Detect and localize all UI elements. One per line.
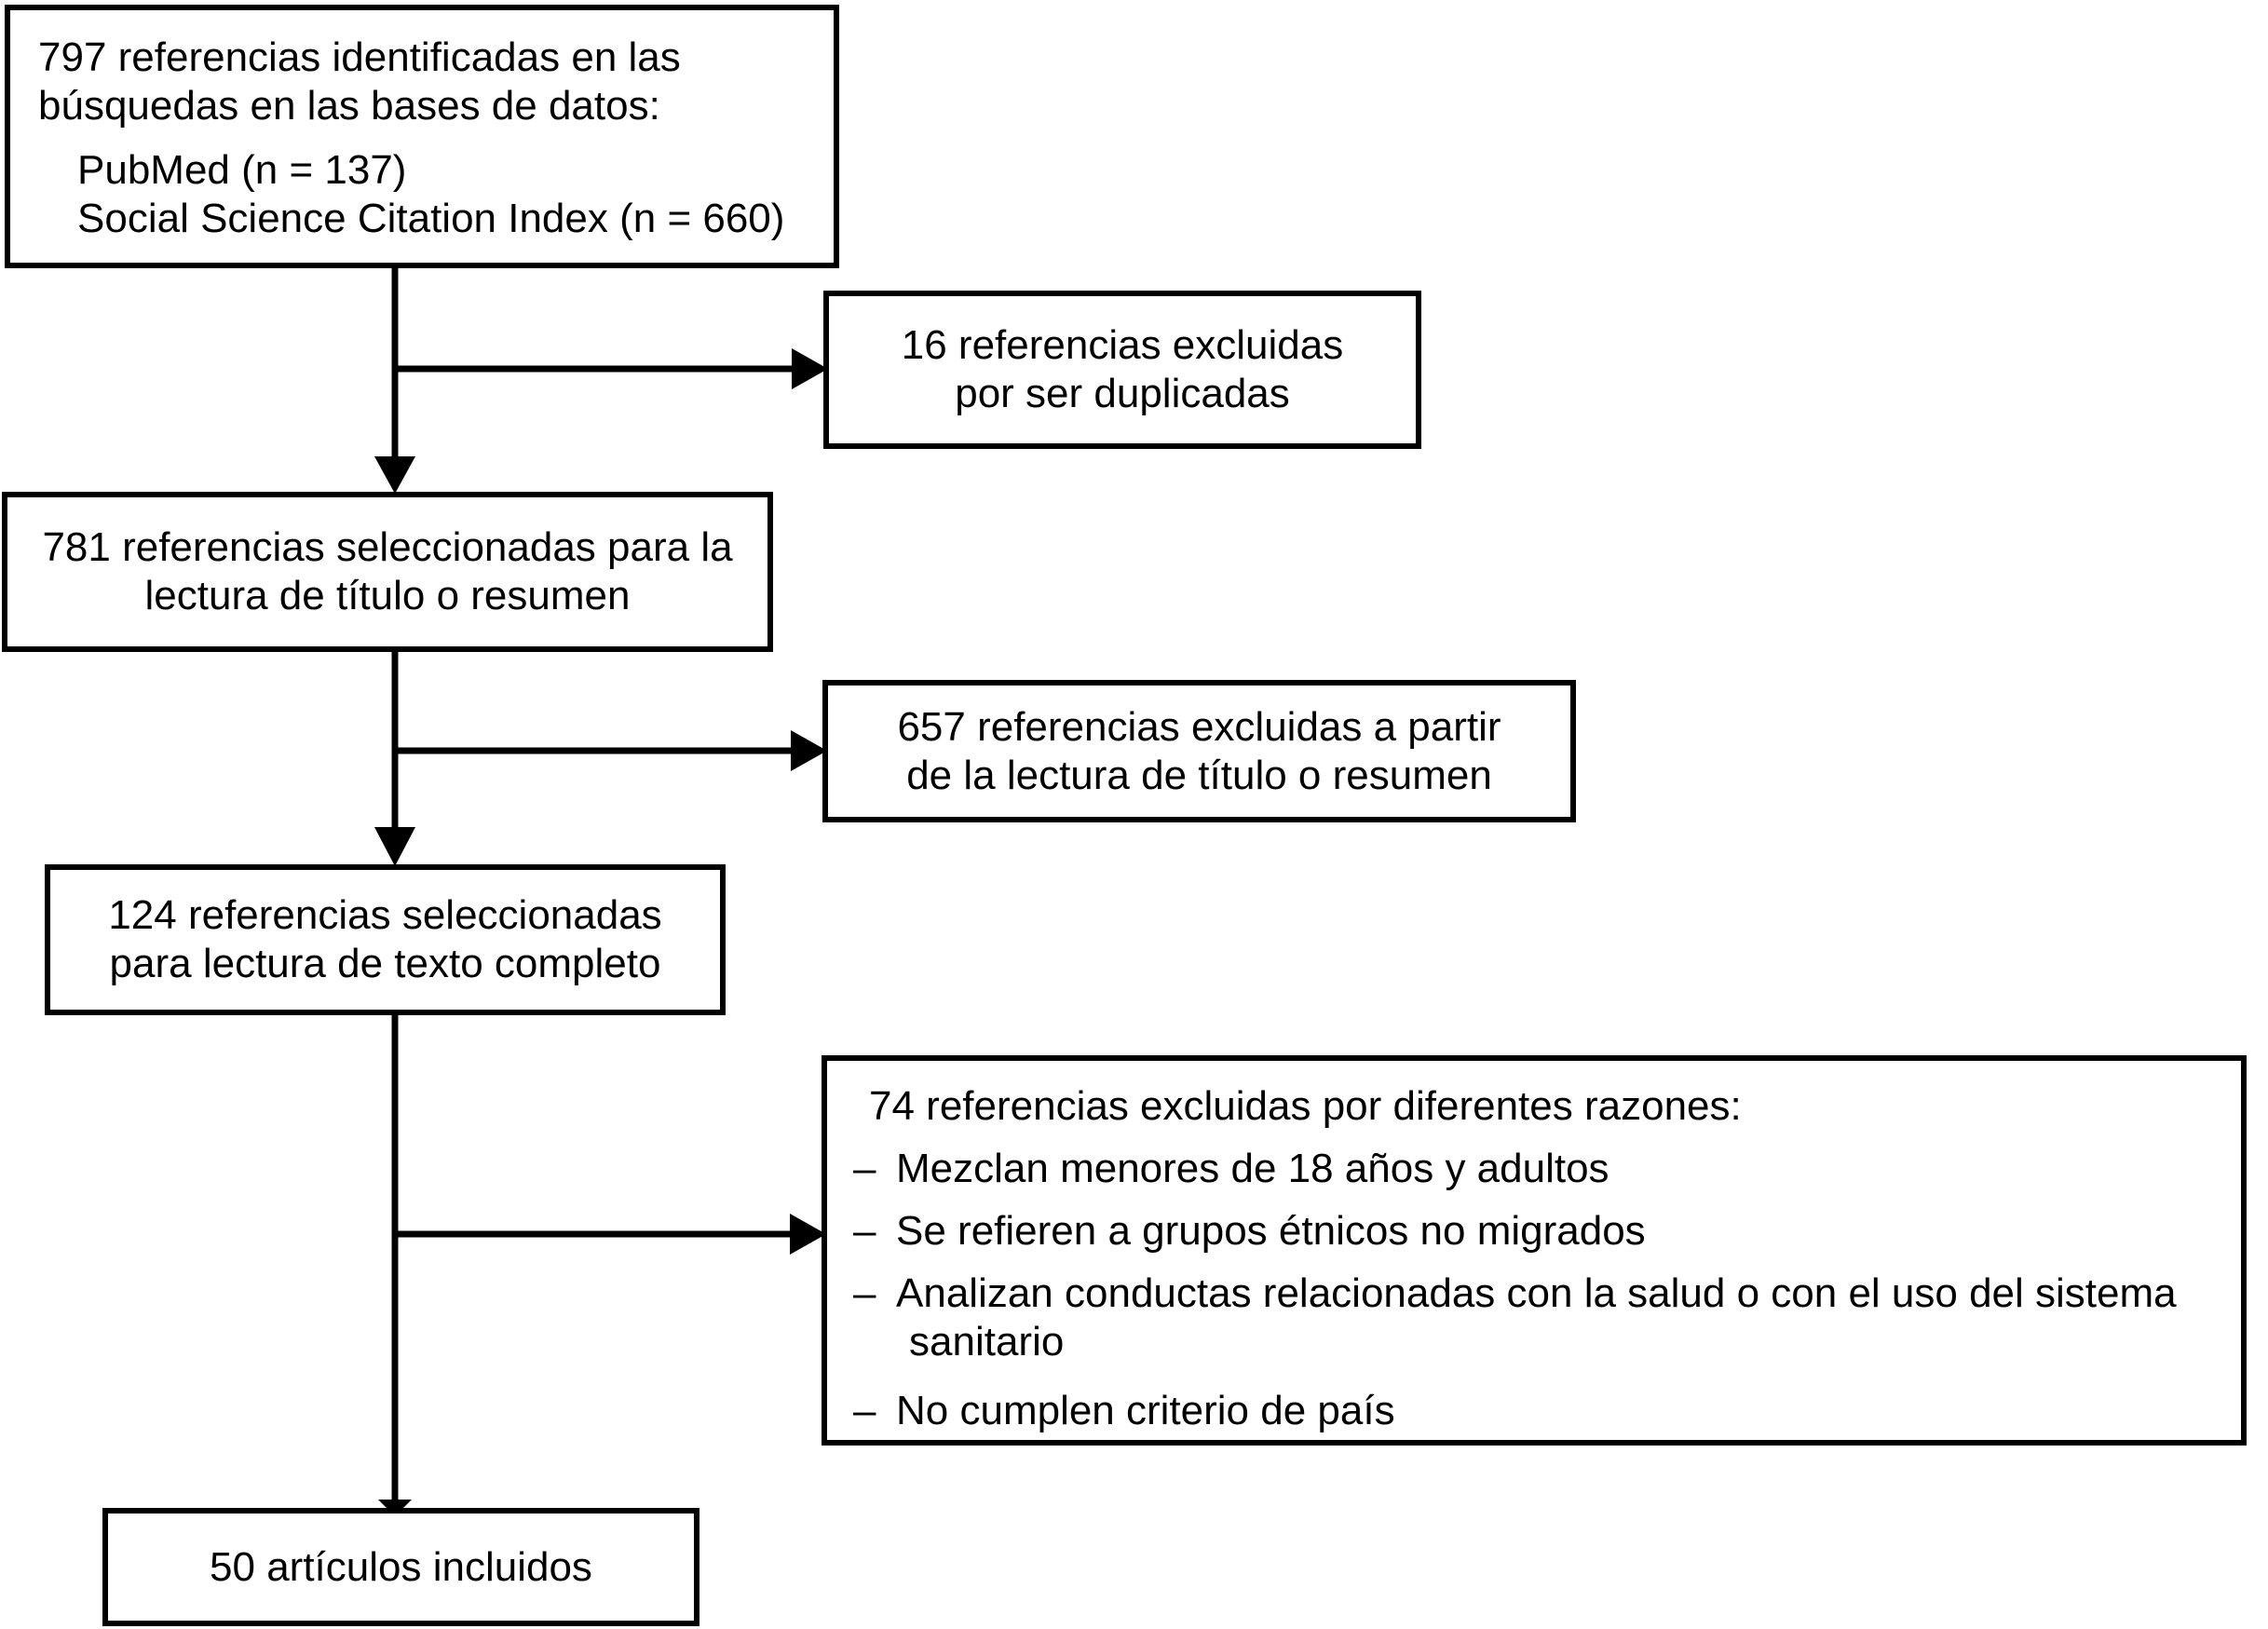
reason-item: –Analizan conductas relacionadas con la … <box>853 1269 2213 1366</box>
box-excluded-title-abstract: 657 referencias excluidas a partir de la… <box>822 680 1576 822</box>
arrow-right-icon <box>792 348 828 389</box>
reason-item: –Mezclan menores de 18 años y adultos <box>853 1145 2213 1193</box>
box-included-articles: 50 artículos incluidos <box>102 1508 699 1626</box>
dash-bullet: – <box>853 1146 876 1191</box>
arrow-right-icon <box>790 1214 826 1255</box>
screened-line-1: 781 referencias seleccionadas para la <box>42 524 733 570</box>
box-fulltext-selected: 124 referencias seleccionadas para lectu… <box>45 864 726 1015</box>
fulltext-line-1: 124 referencias seleccionadas <box>108 892 662 938</box>
connector-fulltext-to-included <box>378 1011 412 1516</box>
dash-bullet: – <box>853 1270 876 1316</box>
reason-text: No cumplen criterio de país <box>896 1388 1395 1433</box>
identified-line-1: 797 referencias identificadas en las <box>38 34 681 80</box>
excluded-title-abstract-line-2: de la lectura de título o resumen <box>906 752 1492 798</box>
reason-text-wrap: sanitario <box>909 1319 1065 1364</box>
connector-identified-to-screened <box>374 261 415 494</box>
box-excluded-reasons: 74 referencias excluidas por diferentes … <box>822 1055 2247 1446</box>
dash-bullet: – <box>853 1388 876 1433</box>
screened-line-2: lectura de título o resumen <box>144 573 631 618</box>
connector-to-excluded-duplicates <box>392 348 828 389</box>
connector-screened-to-fulltext <box>374 648 415 866</box>
source-pubmed: PubMed (n = 137) <box>77 147 407 193</box>
reason-text: Se refieren a grupos étnicos no migrados <box>896 1208 1646 1254</box>
exclusion-reason-list: –Mezclan menores de 18 años y adultos –S… <box>853 1145 2213 1435</box>
included-text: 50 artículos incluidos <box>210 1543 592 1590</box>
connector-to-excluded-title-abstract <box>392 730 827 771</box>
excluded-reasons-heading: 74 referencias excluidas por diferentes … <box>869 1083 1742 1129</box>
arrow-right-icon <box>791 730 827 771</box>
excluded-title-abstract-line-1: 657 referencias excluidas a partir <box>897 703 1501 750</box>
arrow-down-icon <box>374 456 415 494</box>
excluded-duplicates-line-2: por ser duplicadas <box>955 371 1290 416</box>
excluded-duplicates-line-1: 16 referencias excluidas <box>901 322 1344 368</box>
dash-bullet: – <box>853 1208 876 1254</box>
fulltext-line-2: para lectura de texto completo <box>109 941 661 986</box>
reason-item: –No cumplen criterio de país <box>853 1387 2213 1435</box>
reason-text: Analizan conductas relacionadas con la s… <box>896 1270 2177 1316</box>
box-screened-title-abstract: 781 referencias seleccionadas para la le… <box>2 492 773 652</box>
reason-item: –Se refieren a grupos étnicos no migrado… <box>853 1207 2213 1256</box>
box-identified-references: 797 referencias identificadas en las bús… <box>5 5 839 268</box>
connector-to-excluded-reasons <box>392 1214 826 1255</box>
reason-text: Mezclan menores de 18 años y adultos <box>896 1146 1609 1191</box>
database-source-list: PubMed (n = 137) Social Science Citation… <box>38 146 806 243</box>
identified-line-2: búsquedas en las bases de datos: <box>38 83 660 129</box>
source-ssci: Social Science Citation Index (n = 660) <box>77 196 785 241</box>
box-excluded-duplicates: 16 referencias excluidas por ser duplica… <box>823 291 1421 449</box>
arrow-down-icon <box>374 827 415 866</box>
